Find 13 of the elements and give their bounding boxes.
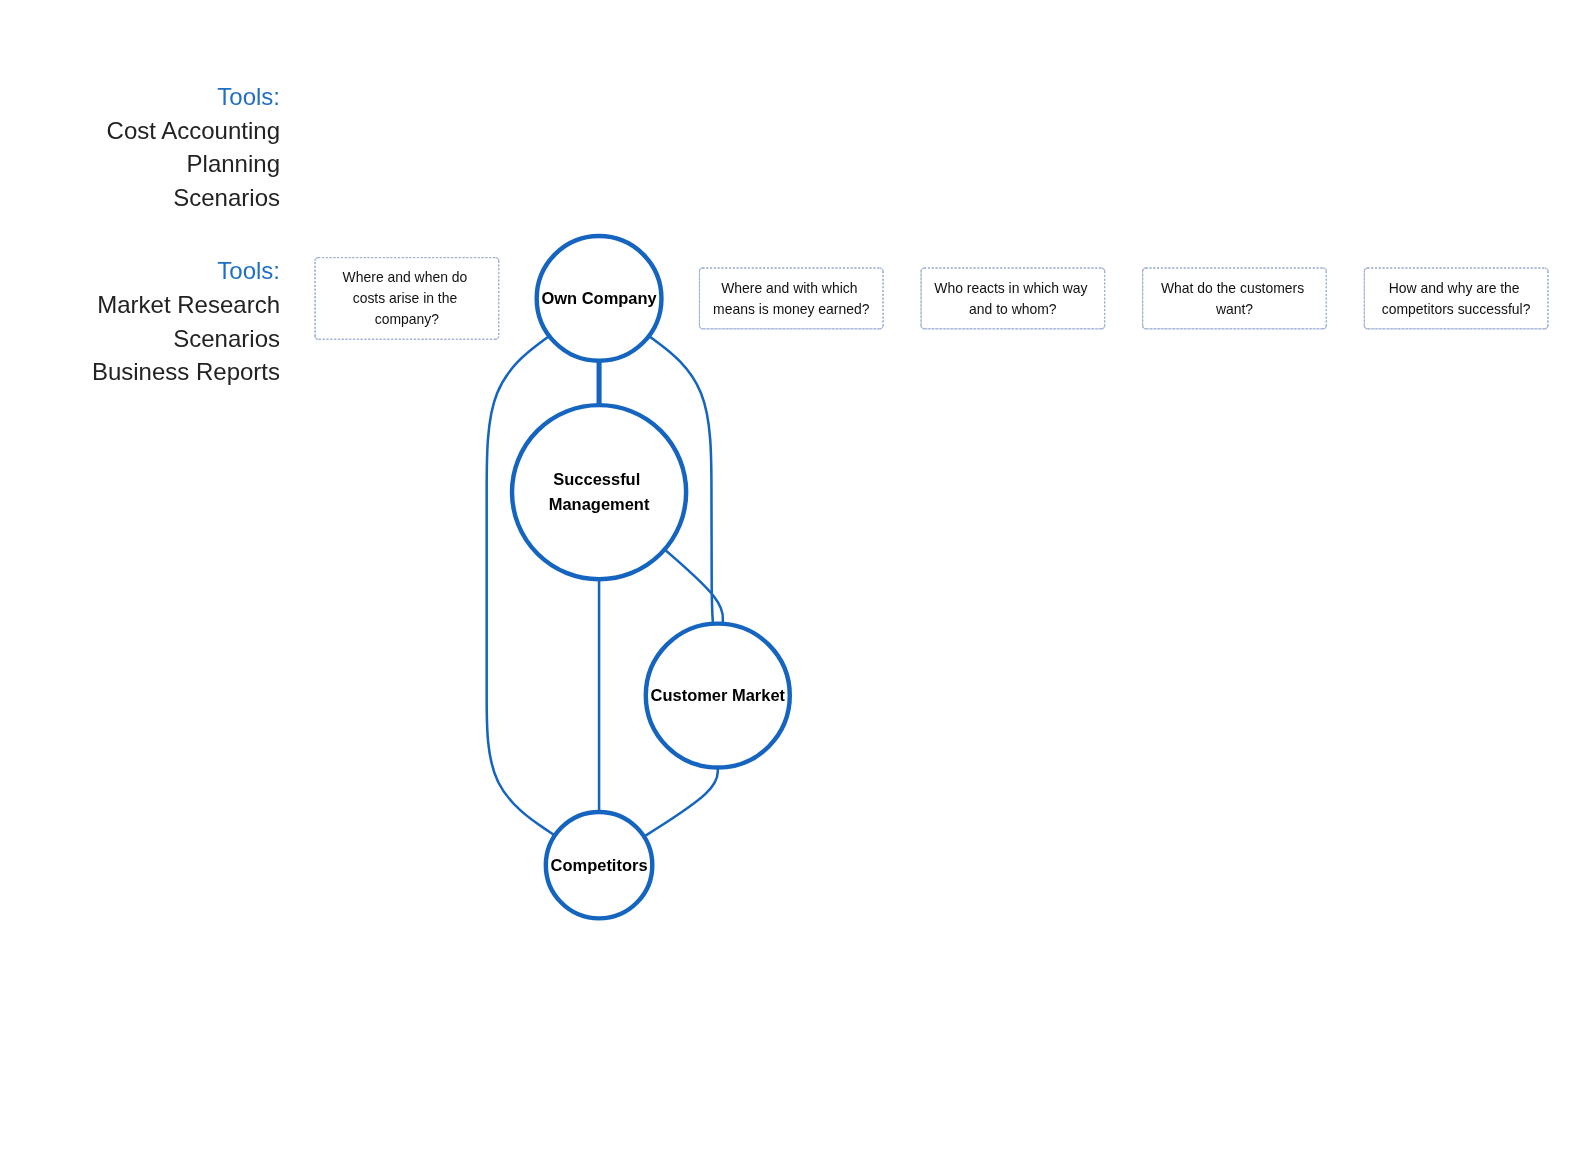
tool-name: Scenarios [172, 323, 280, 354]
node-circle: Customer Market [643, 621, 792, 770]
tools-heading: Tools: [216, 82, 280, 112]
tool-name: Cost Accounting [105, 115, 280, 146]
tool-name: Scenarios [172, 182, 280, 213]
node-circle: Competitors [543, 809, 655, 921]
node-circle: Own Company [534, 233, 664, 363]
tool-name: Business Reports [90, 357, 280, 388]
node-circle: Successful Management [509, 402, 689, 582]
tool-name: Market Research [96, 289, 280, 320]
tools-heading: Tools: [216, 256, 280, 287]
tool-name: Planning [185, 149, 280, 180]
connector [485, 334, 556, 837]
